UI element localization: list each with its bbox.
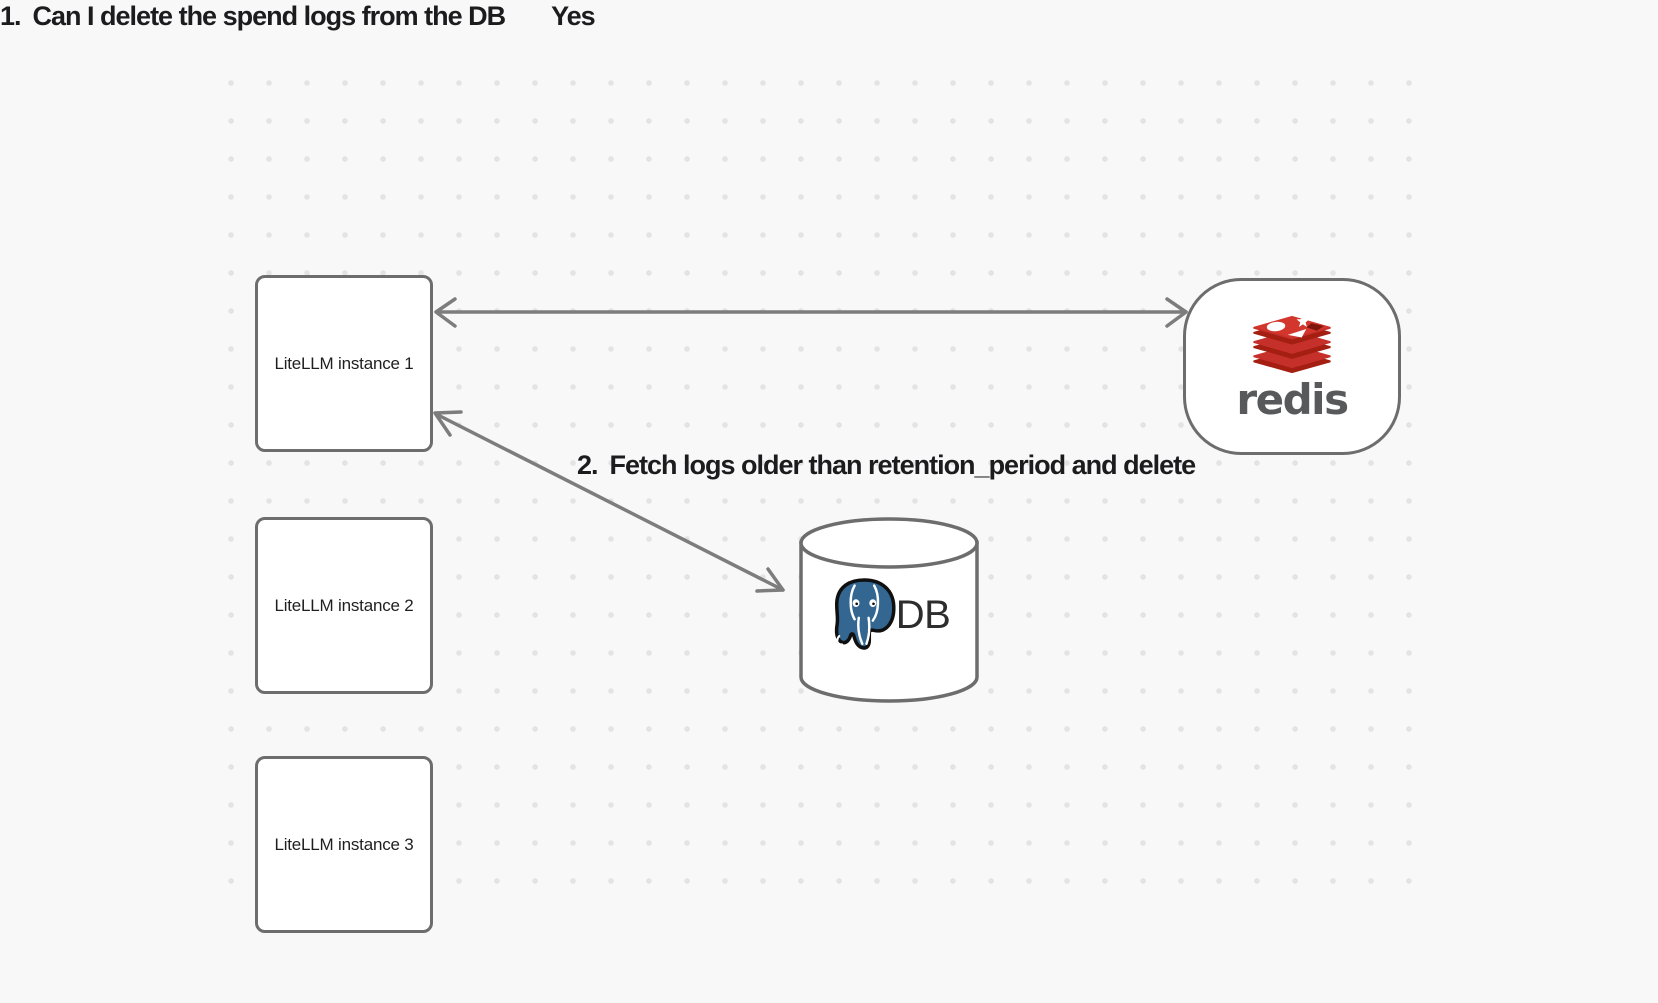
edge-1-number: 1. <box>0 1 22 31</box>
db-label: DB <box>895 592 951 637</box>
litellm-instance-2-node[interactable]: LiteLLM instance 2 <box>255 517 433 694</box>
litellm-instance-3-node[interactable]: LiteLLM instance 3 <box>255 756 433 933</box>
postgresql-icon <box>834 578 896 650</box>
edge-2-text: Fetch logs older than retention_period a… <box>609 450 1197 480</box>
redis-logo-icon <box>1253 314 1331 374</box>
edge-1-response[interactable]: Yes <box>551 0 596 32</box>
edge-2-label[interactable]: 2. Fetch logs older than retention_period… <box>577 449 1197 481</box>
litellm-instance-2-label: LiteLLM instance 2 <box>274 595 414 615</box>
edge-2-number: 2. <box>577 450 599 480</box>
litellm-instance-1-label: LiteLLM instance 1 <box>274 353 414 373</box>
edge-1-label[interactable]: 1. Can I delete the spend logs from the D… <box>0 0 507 32</box>
db-node-content: DB <box>800 560 978 670</box>
litellm-instance-1-node[interactable]: LiteLLM instance 1 <box>255 275 433 452</box>
redis-node[interactable]: redis <box>1183 278 1401 455</box>
litellm-instance-3-label: LiteLLM instance 3 <box>274 834 414 854</box>
edge-1-response-text: Yes <box>551 1 596 31</box>
edge-1-text: Can I delete the spend logs from the DB <box>32 1 507 31</box>
redis-wordmark: redis <box>1236 375 1349 424</box>
